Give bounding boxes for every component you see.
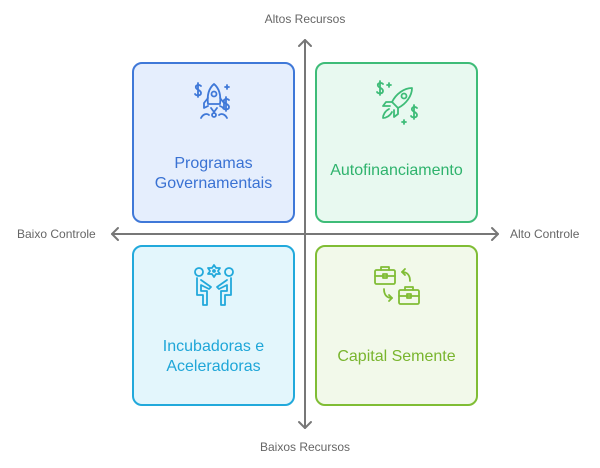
quadrant-incubadoras-aceleradoras: Incubadoras e Aceleradoras (132, 245, 295, 406)
briefcase-exchange-icon (373, 266, 420, 305)
arrow-right-icon (491, 227, 499, 241)
quadrant-label: Programas Governamentais (154, 155, 273, 192)
axis-label-left: Baixo Controle (17, 227, 96, 241)
arrow-left-icon (111, 227, 119, 241)
axis-label-right: Alto Controle (510, 227, 580, 241)
quadrant-label: Autofinanciamento (330, 162, 463, 179)
rocket-dollar-icon (193, 82, 230, 119)
quadrant-autofinanciamento: Autofinanciamento (315, 62, 478, 223)
arrow-down-icon (298, 421, 312, 429)
people-collaborate-icon (193, 264, 234, 306)
arrow-up-icon (298, 39, 312, 47)
quadrant-programas-governamentais: Programas Governamentais (132, 62, 295, 223)
quadrant-label: Capital Semente (337, 348, 456, 365)
axis-label-bottom: Baixos Recursos (259, 440, 351, 454)
rocket-launch-dollar-icon (375, 80, 418, 125)
quadrant-label: Incubadoras e Aceleradoras (162, 338, 265, 375)
quadrant-capital-semente: Capital Semente (315, 245, 478, 406)
axis-label-top: Altos Recursos (264, 12, 346, 26)
